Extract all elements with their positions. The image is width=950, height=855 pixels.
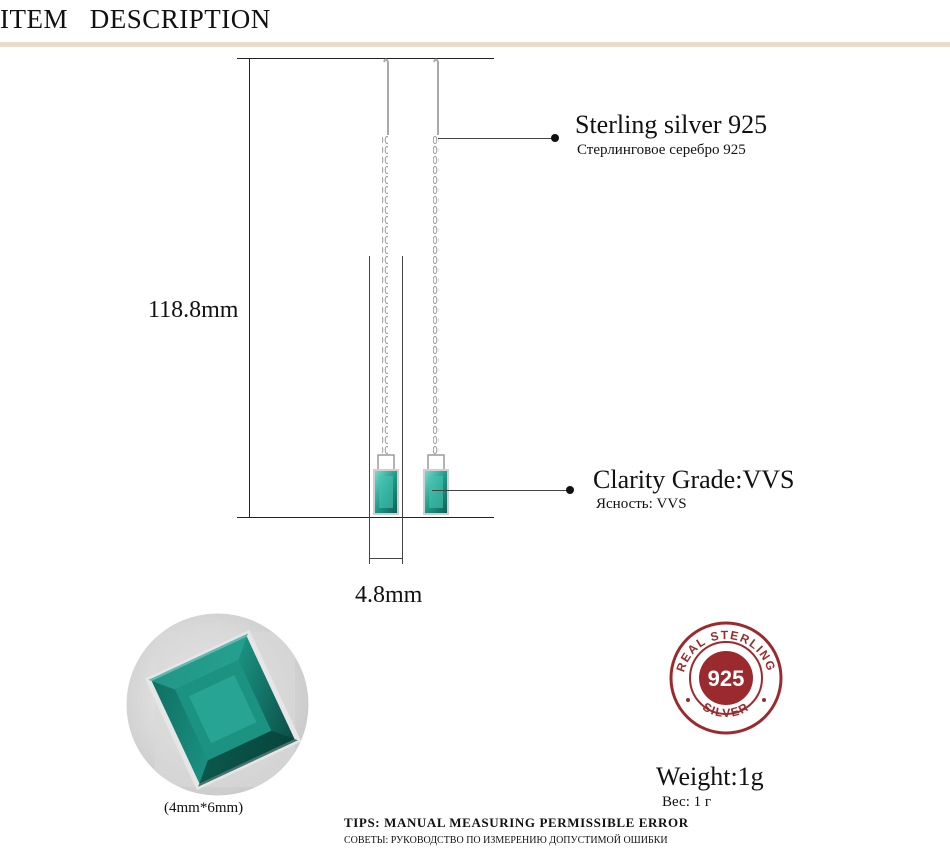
width-guide-right [402, 256, 403, 564]
clarity-leader-line [432, 490, 570, 491]
material-leader-line [438, 138, 554, 139]
top-dimension-line [237, 58, 494, 59]
width-dimension-label: 4.8mm [355, 582, 423, 608]
clarity-label-ru: Ясность: VVS [596, 496, 687, 512]
svg-text:SILVER: SILVER [700, 700, 751, 720]
length-dimension-label: 118.8mm [148, 297, 239, 323]
tips-text-ru: СОВЕТЫ: РУКОВОДСТВО ПО ИЗМЕРЕНИЮ ДОПУСТИ… [344, 835, 668, 846]
material-bullet [551, 134, 559, 142]
stone-closeup-image [126, 613, 309, 796]
width-dimension-line [369, 558, 403, 559]
clarity-bullet [566, 486, 574, 494]
weight-label-ru: Вес: 1 г [662, 794, 712, 810]
material-label-ru: Стерлинговое серебро 925 [577, 142, 746, 158]
page-title: ITEM DESCRIPTION [0, 4, 271, 34]
clarity-label: Clarity Grade:VVS [593, 465, 795, 494]
earrings-illustration [373, 58, 449, 515]
header-divider [0, 42, 950, 47]
tips-text: TIPS: MANUAL MEASURING PERMISSIBLE ERROR [344, 815, 689, 830]
bottom-dimension-line [237, 517, 494, 518]
vertical-dimension-line [249, 58, 250, 518]
weight-label: Weight:1g [656, 762, 764, 791]
svg-text:925: 925 [708, 666, 745, 691]
stone-size-caption: (4mm*6mm) [164, 800, 244, 816]
sterling-stamp-seal: 925 REAL STERLING SILVER [669, 621, 783, 735]
material-label: Sterling silver 925 [575, 110, 768, 139]
width-guide-left [369, 256, 370, 564]
